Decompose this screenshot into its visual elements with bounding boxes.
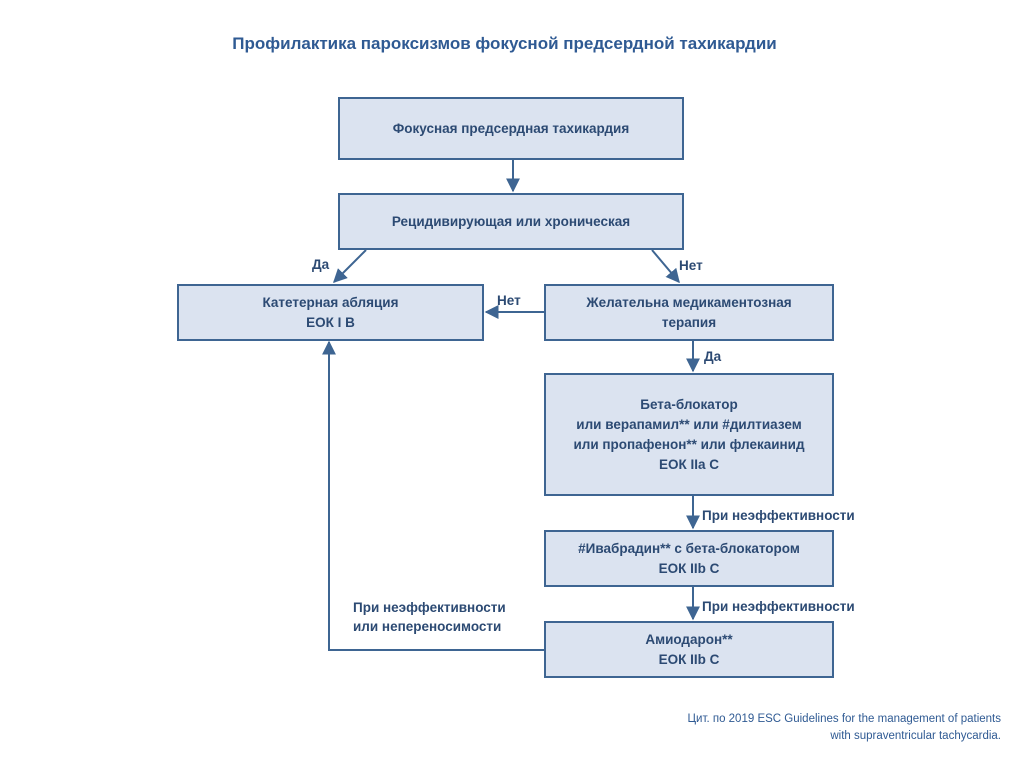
box-line: Бета-блокатор	[640, 396, 738, 412]
box-line: #Ивабрадин** с бета-блокатором	[578, 540, 800, 556]
arrow-recurrent-to-drug-therapy	[651, 249, 680, 284]
box-amiodarone: Амиодарон** ЕОК IIb C	[544, 621, 834, 678]
box-line: Амиодарон**	[645, 631, 733, 647]
label-yes-to-ablation: Да	[312, 257, 330, 272]
box-line: Катетерная абляция	[262, 294, 399, 310]
box-line: или верапамил** или #дилтиазем	[576, 416, 802, 432]
label-yes-to-beta-blocker: Да	[704, 349, 722, 364]
box-line: Рецидивирующая или хроническая	[391, 213, 631, 229]
box-recommendation-class: ЕОК IIb C	[658, 560, 720, 576]
diagram-title: Профилактика пароксизмов фокусной предсе…	[232, 34, 777, 53]
box-focal-atrial-tachycardia: Фокусная предсердная тахикардия	[338, 97, 684, 160]
box-ivabradine: #Ивабрадин** с бета-блокатором ЕОК IIb C	[544, 530, 834, 587]
box-beta-blocker: Бета-блокатор или верапамил** или #дилти…	[544, 373, 834, 496]
box-line: терапия	[661, 314, 717, 330]
label-no-to-ablation: Нет	[497, 293, 521, 308]
arrow-recurrent-to-ablation	[333, 249, 367, 283]
box-recommendation-class: ЕОК I B	[306, 314, 355, 330]
citation-line: with supraventricular tachycardia.	[830, 730, 1001, 742]
box-recommendation-class: ЕОК IIb C	[658, 651, 720, 667]
label-ineffective-or-intolerance: При неэффективности или непереносимости	[353, 598, 506, 636]
arrow-amiodarone-to-ablation	[322, 340, 544, 651]
box-line: Фокусная предсердная тахикардия	[392, 120, 630, 136]
citation-line: Цит. по 2019 ESC Guidelines for the mana…	[687, 713, 1001, 725]
label-no-to-drug-therapy: Нет	[679, 258, 703, 273]
label-ineffective-to-amiodarone: При неэффективности	[702, 599, 855, 614]
label-line: При неэффективности	[353, 600, 506, 615]
label-line: или непереносимости	[353, 619, 502, 634]
label-ineffective-to-ivabradine: При неэффективности	[702, 508, 855, 523]
box-recurrent-or-chronic: Рецидивирующая или хроническая	[338, 193, 684, 250]
box-recommendation-class: ЕОК IIa C	[658, 456, 719, 472]
box-line: Желательна медикаментозная	[586, 294, 792, 310]
box-line: или пропафенон** или флекаинид	[573, 436, 805, 452]
box-catheter-ablation: Катетерная абляция ЕОК I B	[177, 284, 484, 341]
citation-footer: Цит. по 2019 ESC Guidelines for the mana…	[688, 711, 1001, 745]
box-drug-therapy-desired: Желательна медикаментозная терапия	[544, 284, 834, 341]
